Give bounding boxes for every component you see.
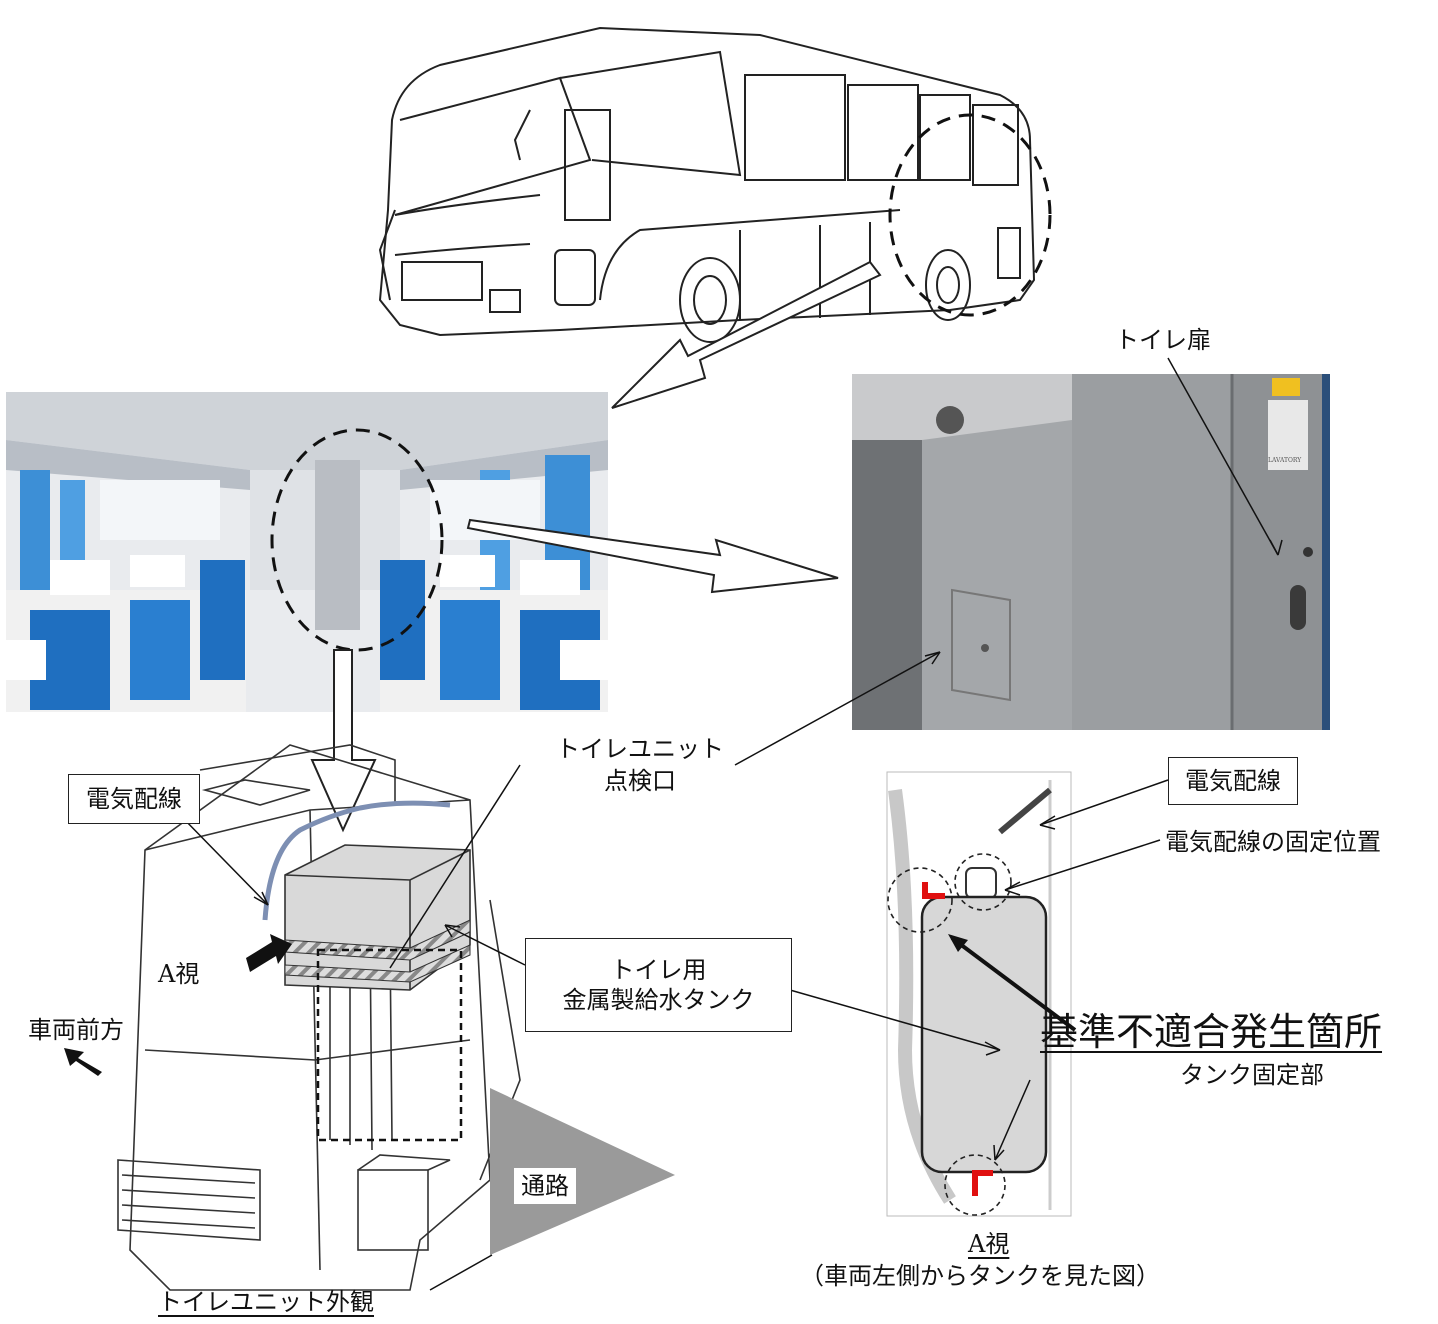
label-wiring-fix-position: 電気配線の固定位置	[1165, 828, 1381, 856]
bus-drawing	[378, 26, 1036, 343]
unit-tank	[284, 844, 471, 991]
label-tank-line1: トイレ用	[610, 956, 707, 984]
label-wiring-right: 電気配線	[1168, 757, 1298, 805]
label-aisle: 通路	[514, 1168, 576, 1204]
label-view-a: A視	[158, 960, 200, 988]
label-tank-line2: 金属製給水タンク	[562, 986, 755, 1014]
label-wiring-left: 電気配線	[68, 774, 200, 824]
bus-focus-circle	[888, 113, 1052, 317]
label-tank-fixing: タンク固定部	[1180, 1061, 1324, 1089]
wiring-cable	[262, 800, 451, 921]
a-view-drawing	[886, 771, 1072, 1217]
label-vehicle-front: 車両前方	[28, 1016, 124, 1044]
tank-fixing-top-red	[922, 882, 945, 899]
label-view-a-caption: A視	[968, 1230, 1010, 1258]
label-view-a-sub: （車両左側からタンクを見た図）	[800, 1262, 1160, 1290]
view-a-arrow	[246, 934, 292, 972]
label-nonconformity: 基準不適合発生箇所	[1040, 1010, 1383, 1054]
leader-lines	[179, 357, 1283, 1291]
label-tank: トイレ用 金属製給水タンク	[525, 938, 792, 1032]
label-inspection-port-line2: 点検口	[604, 767, 676, 795]
label-toilet-door: トイレ扉	[1115, 326, 1211, 354]
interior-photo	[6, 392, 608, 712]
label-unit-caption: トイレユニット外観	[158, 1288, 374, 1316]
arrow-interior-to-unit	[310, 649, 377, 833]
front-arrow	[64, 1048, 102, 1076]
inspection-port-dashed-box	[316, 948, 463, 1142]
arrow-interior-to-toilet	[466, 518, 839, 594]
toilet-photo	[852, 374, 1330, 730]
arrow-bus-to-interior	[611, 260, 882, 409]
aisle-shape	[490, 1088, 675, 1255]
toilet-unit-drawing	[117, 744, 521, 1291]
hollow-arrows	[310, 260, 882, 833]
nonconformity-arrow-head	[948, 934, 968, 952]
interior-focus-circle	[270, 428, 444, 652]
lavatory-sign-text: LAVATORY	[1268, 457, 1302, 464]
nonconformity-arrow	[950, 936, 1077, 1032]
a-view-tank	[920, 895, 1048, 1174]
label-inspection-port: トイレユニット 点検口	[540, 737, 740, 793]
tank-fixing-bottom-red	[972, 1170, 993, 1196]
label-inspection-port-line1: トイレユニット	[556, 735, 724, 763]
